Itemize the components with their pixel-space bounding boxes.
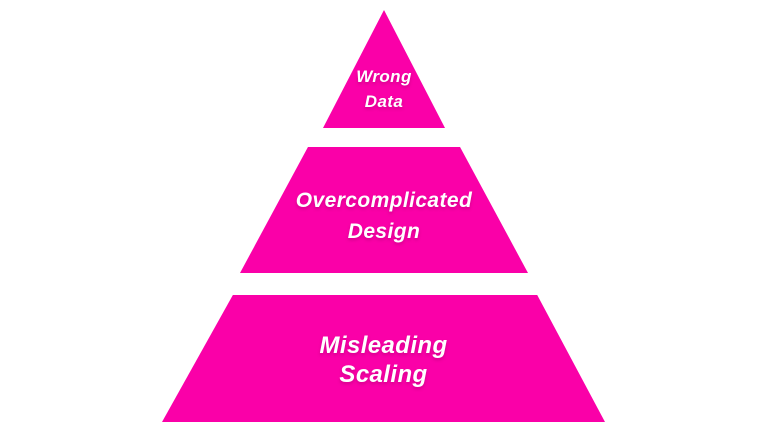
- pyramid-tier-wrong-data: Wrong Data: [323, 10, 445, 128]
- tier-label-line: Misleading: [319, 331, 448, 359]
- tier-label-line: Design: [347, 220, 421, 243]
- tier-label-line: Data: [364, 92, 404, 111]
- tier-label-line: Scaling: [339, 360, 428, 388]
- pyramid-tier-misleading-scaling: Misleading Scaling: [162, 295, 605, 422]
- tier-label-line: Overcomplicated: [295, 189, 473, 212]
- tier-label-line: Wrong: [356, 67, 412, 86]
- pyramid-tier-overcomplicated-design: Overcomplicated Design: [240, 147, 528, 273]
